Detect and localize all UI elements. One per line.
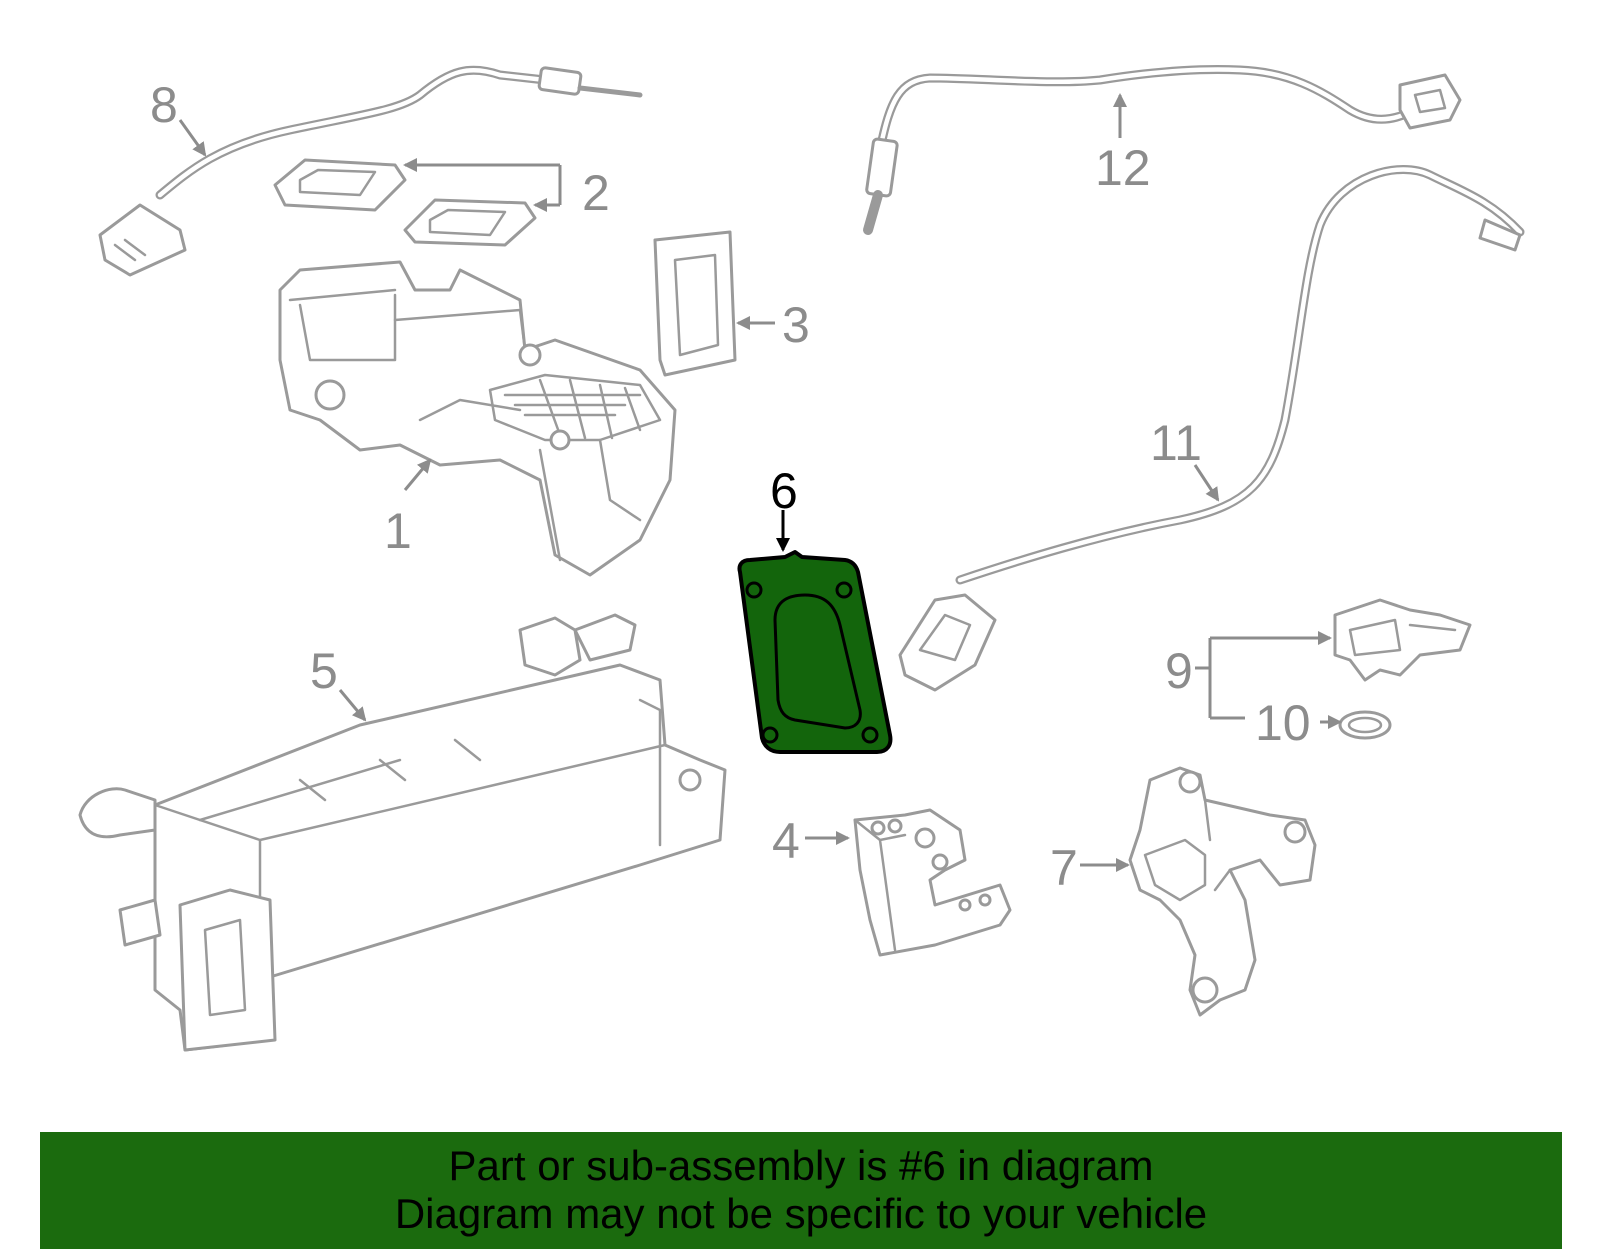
callout-1: 1: [384, 503, 412, 559]
part-8-sensor: [98, 65, 643, 277]
part-6-gasket-highlighted: [737, 550, 893, 754]
callout-12: 12: [1095, 140, 1151, 196]
callout-6: 6: [770, 463, 798, 519]
callout-8: 8: [150, 77, 178, 133]
part-4-bracket: [853, 808, 1012, 957]
callout-4: 4: [772, 813, 800, 869]
callout-9: 9: [1165, 643, 1193, 699]
notice-banner: Part or sub-assembly is #6 in diagram Di…: [40, 1132, 1562, 1249]
callout-10: 10: [1255, 695, 1311, 751]
part-11-sensor: [898, 164, 1525, 692]
parts-diagram: 8 2 3 1 5 6 12 11 9 10 4 7: [78, 64, 1525, 1052]
part-7-bracket: [1128, 766, 1317, 1017]
part-9-sensor: [1333, 598, 1472, 682]
callout-3: 3: [782, 297, 810, 353]
part-2-gaskets: [273, 158, 537, 247]
banner-line-1: Part or sub-assembly is #6 in diagram: [448, 1142, 1154, 1189]
part-3-gasket: [653, 230, 737, 377]
callout-5: 5: [310, 643, 338, 699]
callout-2: 2: [582, 165, 610, 221]
callout-11: 11: [1150, 415, 1202, 471]
part-10-o-ring: [1338, 710, 1392, 740]
leader-lines: [178, 93, 1342, 872]
part-5-egr-cooler: [78, 613, 727, 1052]
part-12-sensor: [863, 64, 1462, 235]
part-1-egr-valve: [278, 260, 677, 577]
banner-line-2: Diagram may not be specific to your vehi…: [394, 1190, 1208, 1237]
callout-7: 7: [1050, 840, 1078, 896]
